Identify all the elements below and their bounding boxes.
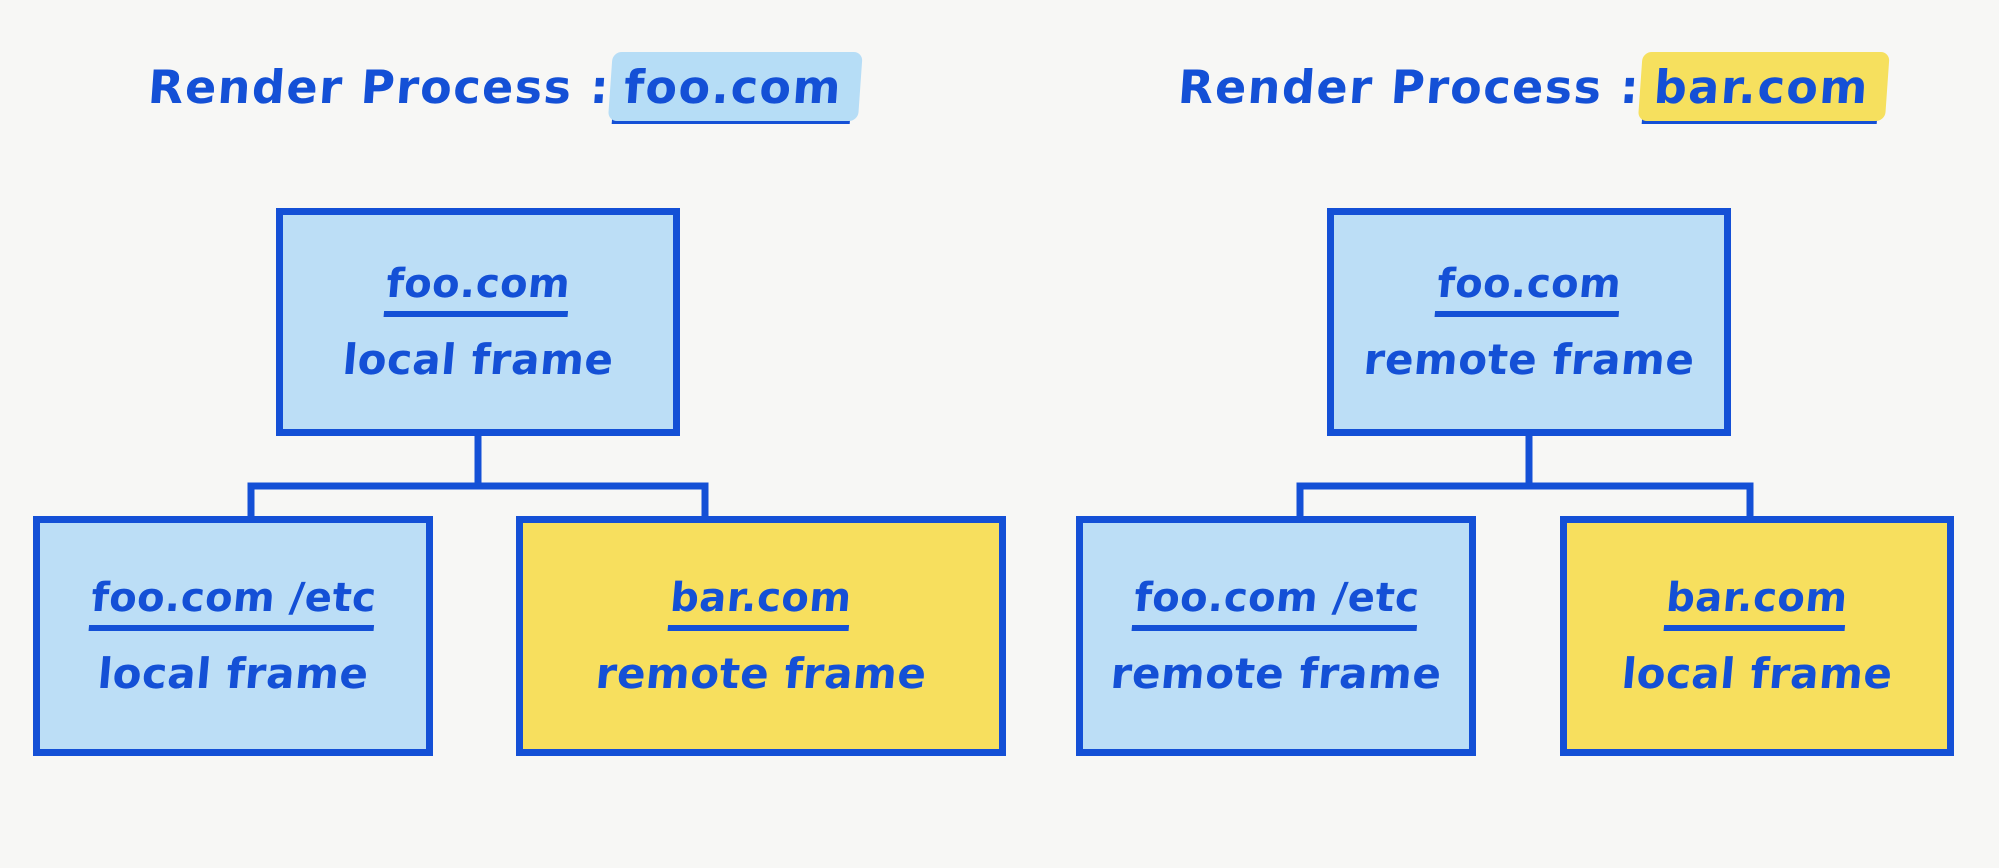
render-process-title-left: Render Process :foo.com xyxy=(146,58,855,124)
frame-origin: bar.com xyxy=(1663,574,1851,631)
frame-box-left-child-a[interactable]: foo.com /etc local frame xyxy=(33,516,433,756)
frame-kind: local frame xyxy=(340,334,616,384)
frame-origin: bar.com xyxy=(667,574,855,631)
frame-box-right-parent[interactable]: foo.com remote frame xyxy=(1327,208,1731,436)
frame-origin: foo.com xyxy=(383,260,573,317)
frame-kind: local frame xyxy=(1619,648,1895,698)
frame-box-left-parent[interactable]: foo.com local frame xyxy=(276,208,680,436)
title-label-left: Render Process : xyxy=(146,60,613,114)
frame-kind: remote frame xyxy=(1361,334,1697,384)
frame-kind: remote frame xyxy=(593,648,929,698)
title-host-right: bar.com xyxy=(1641,58,1882,124)
title-label-right: Render Process : xyxy=(1176,60,1643,114)
frame-box-left-child-b[interactable]: bar.com remote frame xyxy=(516,516,1006,756)
frame-kind: remote frame xyxy=(1108,648,1444,698)
frame-kind: local frame xyxy=(95,648,371,698)
frame-box-right-child-b[interactable]: bar.com local frame xyxy=(1560,516,1954,756)
frame-box-right-child-a[interactable]: foo.com /etc remote frame xyxy=(1076,516,1476,756)
frame-origin: foo.com /etc xyxy=(1131,574,1421,631)
frame-origin: foo.com /etc xyxy=(88,574,378,631)
render-process-title-right: Render Process :bar.com xyxy=(1176,58,1882,124)
frame-origin: foo.com xyxy=(1434,260,1624,317)
title-host-left: foo.com xyxy=(611,58,855,124)
